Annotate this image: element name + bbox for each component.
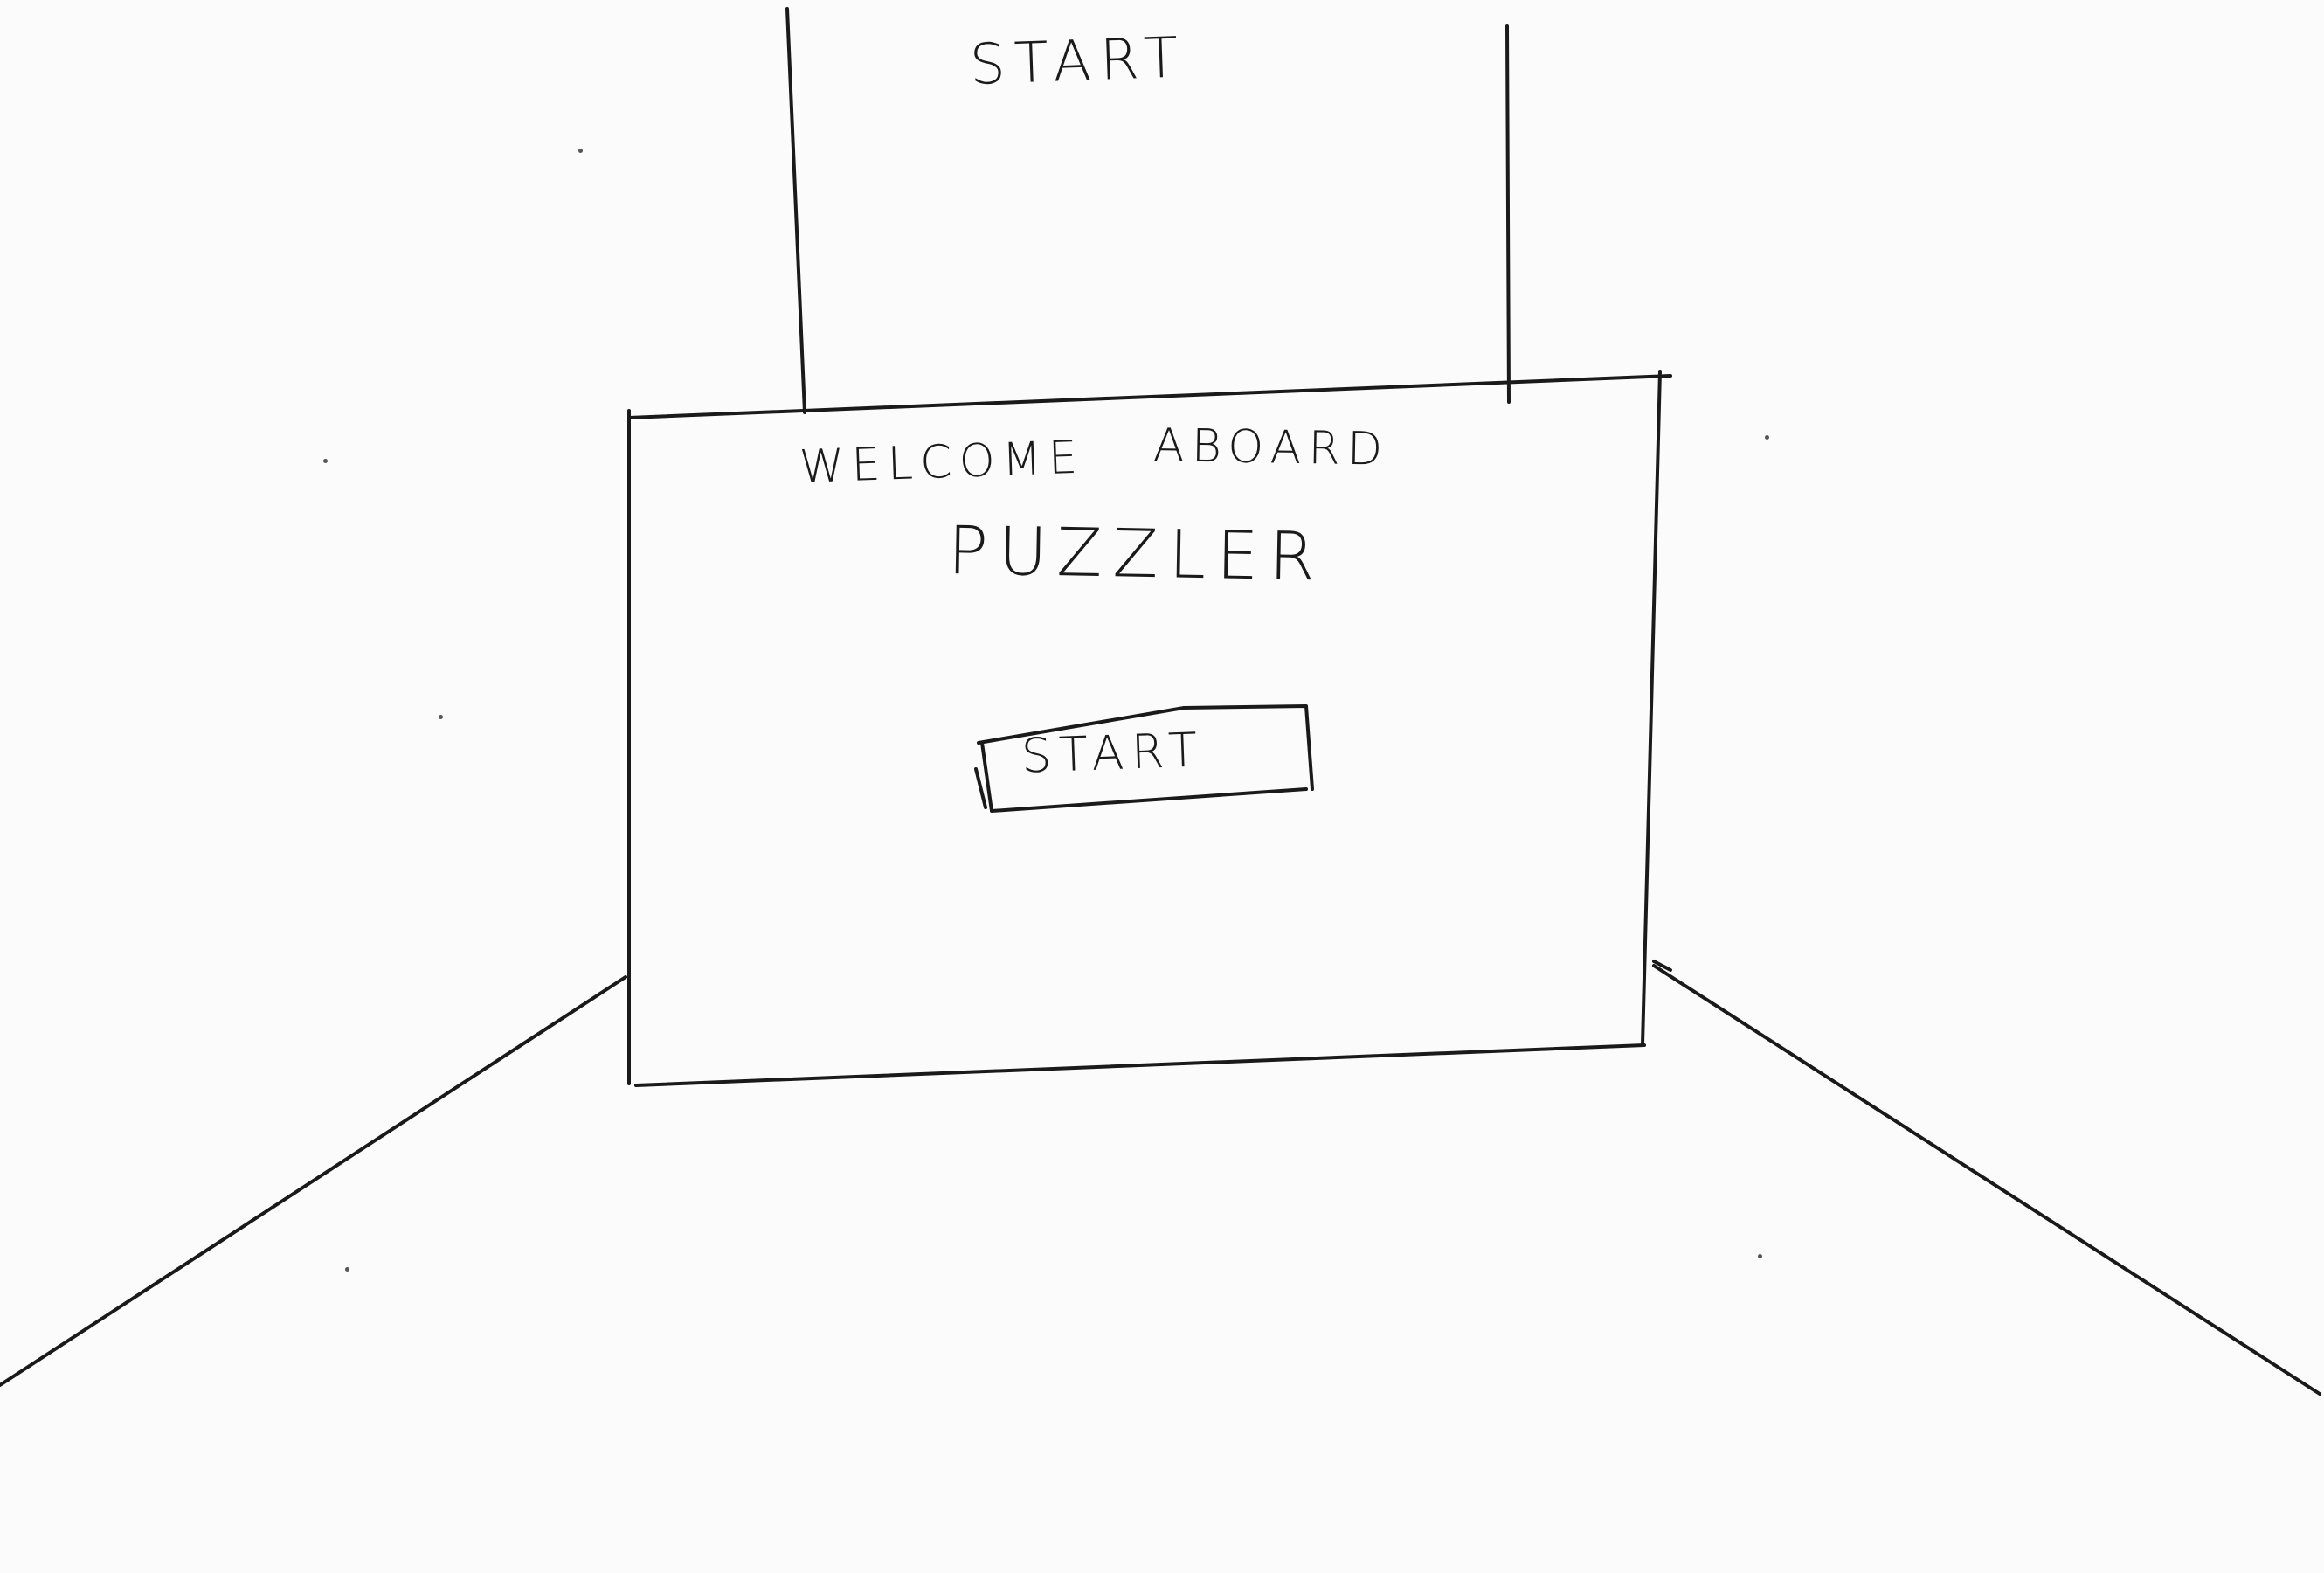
paper-speck [323,459,328,463]
top-banner-right-edge [1505,24,1511,404]
floor-left-line [0,975,627,1387]
panel-bottom-edge [634,1043,1646,1087]
panel-top-edge [627,374,1672,419]
top-banner-left-edge [785,7,806,414]
paper-speck [1758,1254,1762,1258]
start-button[interactable]: START [976,706,1308,804]
welcome-text: WELCOME [798,431,1086,494]
floor-right-tick [1652,960,1672,972]
paper-speck [578,149,583,153]
paper-speck [1765,435,1769,440]
panel-right-edge [1641,370,1662,1046]
paper-speck [439,715,443,719]
floor-right-line [1652,964,2321,1396]
start-button-label: START [1020,722,1206,784]
start-button-outline [974,704,1314,813]
top-banner-title: START [968,25,1188,98]
puzzler-title: PUZZLER [947,511,1327,596]
paper-speck [345,1267,349,1272]
aboard-text: ABOARD [1152,419,1390,476]
